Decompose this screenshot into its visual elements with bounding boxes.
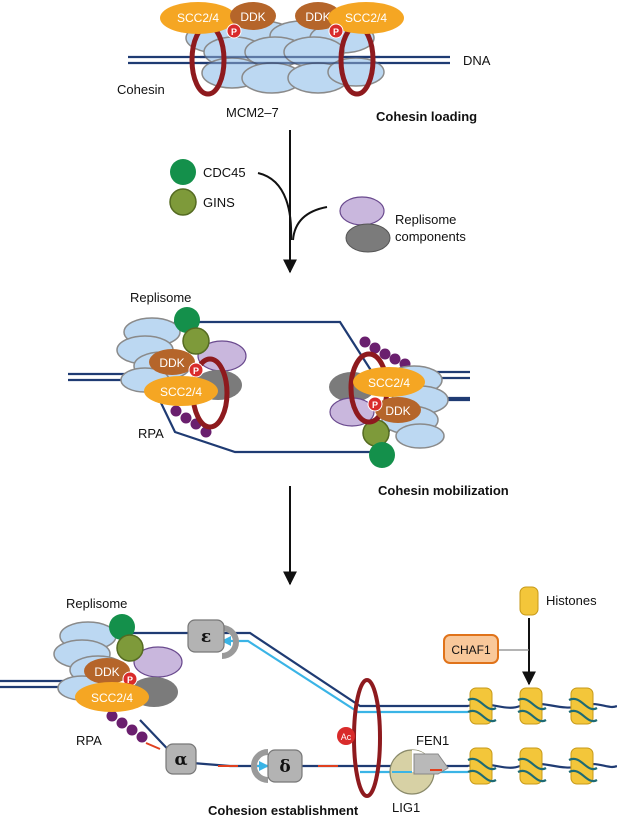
cohesion-establishment-label: Cohesion establishment — [208, 803, 359, 818]
replisome-label-mid: Replisome — [130, 290, 191, 305]
cdc45-label: CDC45 — [203, 165, 246, 180]
cohesin-ring-sisters — [352, 678, 382, 798]
transition-arrow-1: CDC45 GINS Replisome components — [169, 130, 466, 274]
ddk-establishment-label: DDK — [94, 665, 119, 679]
replisome-right: SCC2/4 DDK P — [329, 336, 449, 468]
phospho-left-icon — [226, 23, 242, 39]
histones-label: Histones — [546, 593, 597, 608]
acetyl-icon — [337, 727, 355, 745]
phospho-establishment-label: P — [127, 675, 133, 685]
dna-label: DNA — [463, 53, 491, 68]
gins-label: GINS — [203, 195, 235, 210]
replisome-left: DDK P SCC2/4 — [116, 307, 247, 438]
nucleosomes — [467, 687, 598, 785]
mcm-label: MCM2–7 — [226, 105, 279, 120]
phospho-left-label: P — [231, 27, 237, 37]
cohesin-loading-label: Cohesin loading — [376, 109, 477, 124]
rpa-label-bottom: RPA — [76, 733, 102, 748]
polymerase-delta: δ — [251, 749, 303, 783]
nucleosome — [568, 747, 598, 785]
scc24-mobile-left-label: SCC2/4 — [160, 385, 202, 399]
scc24-left-label: SCC2/4 — [177, 11, 219, 25]
histone-icon — [519, 586, 539, 616]
ddk-left — [230, 2, 276, 30]
nucleosome — [467, 687, 497, 725]
nucleosome — [517, 747, 547, 785]
cohesin-label: Cohesin — [117, 82, 165, 97]
chaf1-label: CHAF1 — [451, 643, 491, 657]
phospho-mobile-left-label: P — [193, 366, 199, 376]
scc24-right — [328, 2, 404, 34]
scc24-establishment-label: SCC2/4 — [91, 691, 133, 705]
replisome-label-bottom: Replisome — [66, 596, 127, 611]
nucleosome — [467, 747, 497, 785]
phospho-right-label: P — [333, 27, 339, 37]
panel-cohesin-loading: SCC2/4 DDK P DDK SCC2/4 P DNA Cohesin MC… — [117, 2, 491, 124]
ddk-right — [295, 2, 341, 30]
lig1-fen1-complex — [389, 749, 449, 795]
replisome-component-gray-icon — [345, 223, 391, 253]
phospho-right-icon — [328, 23, 344, 39]
ddk-left-label: DDK — [240, 10, 265, 24]
nucleosome — [568, 687, 598, 725]
scc24-left — [160, 2, 236, 34]
polymerase-alpha: α — [145, 742, 197, 775]
scc24-mobile-right-label: SCC2/4 — [368, 376, 410, 390]
cohesin-mobilization-label: Cohesin mobilization — [378, 483, 509, 498]
nucleosome — [517, 687, 547, 725]
rpa-label-mid: RPA — [138, 426, 164, 441]
ddk-mobile-left-label: DDK — [159, 356, 184, 370]
polymerase-epsilon: ε — [187, 619, 239, 659]
lig1-label: LIG1 — [392, 800, 420, 815]
gins-icon — [169, 188, 197, 216]
replisome-components-label-line2: components — [395, 229, 466, 244]
acetyl-label: Ac — [341, 732, 352, 742]
scc24-right-label: SCC2/4 — [345, 11, 387, 25]
panel-cohesin-mobilization: DDK P SCC2/4 Replisome RPA — [68, 290, 509, 498]
replisome-components-label-line1: Replisome — [395, 212, 456, 227]
panel-cohesion-establishment: DDK P SCC2/4 Replisome RPA ε α δ — [0, 586, 617, 818]
chaf1-box — [443, 634, 499, 664]
epsilon-label: ε — [201, 627, 211, 647]
fen1-label: FEN1 — [416, 733, 449, 748]
ddk-right-label: DDK — [305, 10, 330, 24]
ddk-mobile-right-label: DDK — [385, 404, 410, 418]
cdc45-icon — [170, 159, 196, 185]
alpha-label: α — [174, 750, 187, 770]
replisome-component-lavender-icon — [339, 196, 385, 226]
phospho-mobile-right-label: P — [372, 400, 378, 410]
replisome-establishment: DDK P SCC2/4 — [53, 614, 183, 743]
delta-label: δ — [279, 757, 290, 777]
mcm-double-hexamer — [185, 20, 385, 94]
